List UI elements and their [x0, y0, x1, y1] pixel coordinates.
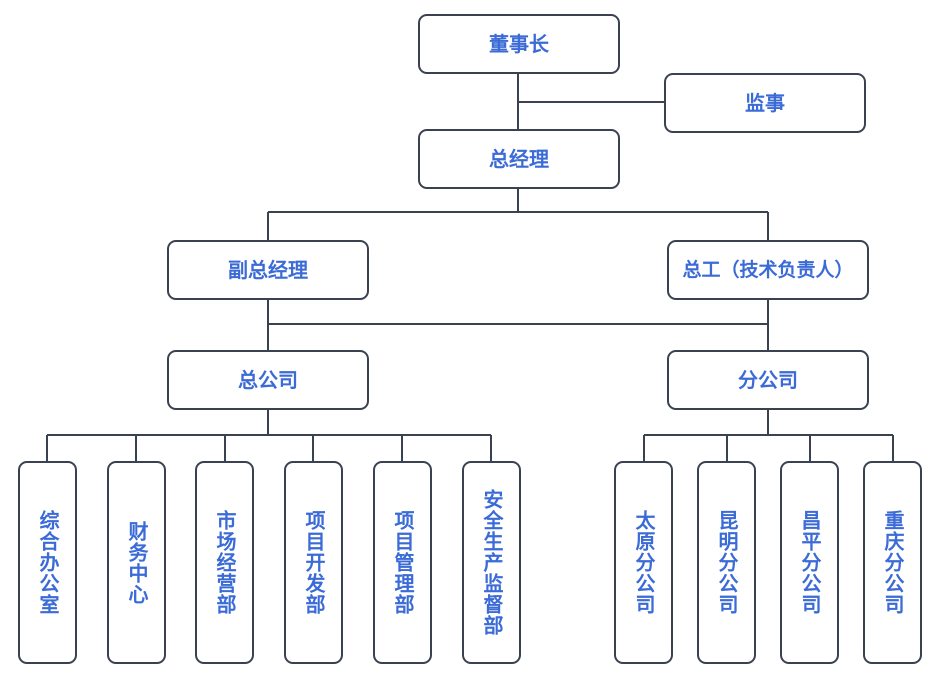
general-manager-box: 总经理 — [418, 129, 620, 189]
dept-project-development: 项目开发部 — [284, 461, 343, 664]
deputy-gm-box: 副总经理 — [167, 240, 369, 300]
dept-general-office: 综合办公室 — [18, 461, 77, 664]
chief-engineer-box: 总工（技术负责人） — [667, 240, 869, 300]
dept-marketing: 市场经营部 — [195, 461, 254, 664]
supervisor-box: 监事 — [664, 73, 866, 133]
dept-finance-center: 财务中心 — [107, 461, 166, 664]
head-office-box: 总公司 — [167, 350, 369, 410]
branch-office-box: 分公司 — [667, 350, 869, 410]
dept-safety-supervision: 安全生产监督部 — [462, 461, 521, 664]
branch-changping: 昌平分公司 — [780, 461, 839, 664]
branch-taiyuan: 太原分公司 — [614, 461, 673, 664]
branch-chongqing: 重庆分公司 — [863, 461, 922, 664]
chairman-box: 董事长 — [418, 14, 620, 74]
dept-project-management: 项目管理部 — [373, 461, 432, 664]
branch-kunming: 昆明分公司 — [697, 461, 756, 664]
